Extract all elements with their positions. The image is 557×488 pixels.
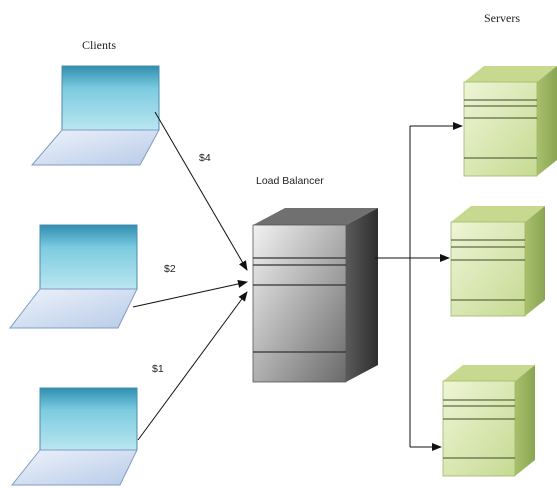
server-top	[443, 365, 535, 381]
laptop-screen	[39, 387, 138, 451]
server-3	[442, 365, 535, 477]
server-2	[450, 206, 545, 317]
laptop-keyboard	[30, 129, 160, 166]
client-laptop-1	[30, 65, 160, 166]
server-1	[463, 66, 557, 177]
laptop-keyboard	[8, 288, 138, 329]
server-front	[450, 221, 526, 317]
balancer-to-servers-connector	[375, 122, 463, 451]
balancer-side	[346, 208, 378, 382]
load-balancer-heading: Load Balancer	[256, 175, 324, 187]
client-laptop-2	[8, 224, 138, 329]
load-balancer-box	[252, 208, 378, 383]
server-front	[442, 380, 516, 477]
laptop-keyboard	[10, 449, 138, 486]
server-front	[463, 81, 538, 177]
clients-heading: Clients	[82, 38, 116, 52]
arrow-client-1-to-balancer	[154, 111, 248, 271]
balancer-front	[252, 224, 347, 383]
server-side	[537, 66, 557, 176]
server-top	[464, 66, 557, 82]
server-side	[525, 206, 545, 316]
request-label-1: $4	[199, 152, 211, 164]
arrow-client-3-to-balancer	[137, 291, 248, 441]
client-laptop-3	[10, 387, 138, 486]
laptop-screen	[39, 224, 138, 290]
server-side	[515, 365, 535, 476]
server-top	[451, 206, 545, 222]
servers-heading: Servers	[484, 11, 520, 25]
request-label-2: $2	[164, 263, 176, 275]
request-label-3: $1	[152, 363, 164, 375]
arrow-client-2-to-balancer	[132, 280, 248, 308]
balancer-top	[253, 208, 378, 225]
laptop-screen	[61, 65, 160, 131]
